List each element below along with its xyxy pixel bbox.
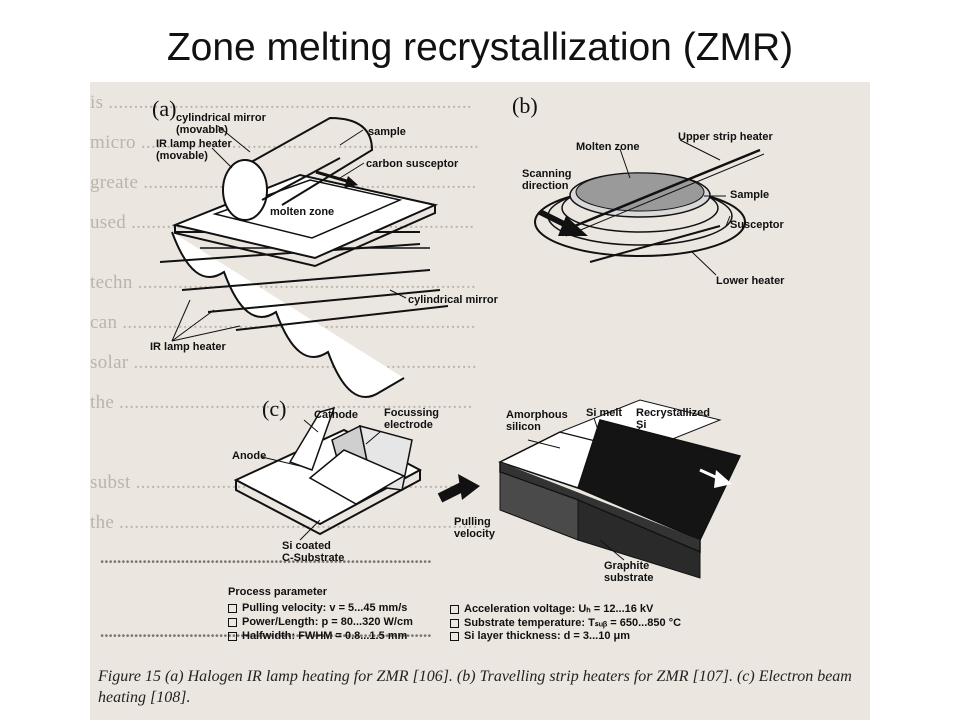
label-upper-strip-heater: Upper strip heater bbox=[678, 131, 773, 143]
label-ir-lamp-heater: IR lamp heater bbox=[150, 341, 226, 353]
label-lower-heater: Lower heater bbox=[716, 275, 785, 287]
param-right-1: Acceleration voltage: Uₕ = 12...16 kV bbox=[450, 602, 653, 615]
label-ir-lamp-movable: IR lamp heater (movable) bbox=[156, 138, 232, 162]
param-left-3: Halfwidth: FWHM = 0.8...1.5 mm bbox=[228, 630, 407, 642]
slide-title: Zone melting recrystallization (ZMR) bbox=[166, 26, 794, 69]
param-right-3: Si layer thickness: d = 3...10 μm bbox=[450, 630, 630, 642]
label-si-coated-substrate: Si coated C-Substrate bbox=[282, 540, 345, 564]
param-left-2: Power/Length: p = 80...320 W/cm bbox=[228, 616, 413, 628]
label-recrystallized-si: Recrystallized Si bbox=[636, 407, 710, 431]
label-molten-zone-b: Molten zone bbox=[576, 141, 640, 153]
panel-c-letter: (c) bbox=[262, 396, 287, 421]
process-parameter-heading: Process parameter bbox=[228, 586, 328, 598]
panel-a-drawing bbox=[159, 116, 449, 398]
label-susceptor: Susceptor bbox=[730, 219, 784, 231]
param-right-2: Substrate temperature: Tₛᵤᵦ = 650...850 … bbox=[450, 616, 681, 629]
panel-b-drawing bbox=[534, 139, 765, 276]
label-amorphous-silicon: Amorphous silicon bbox=[506, 409, 568, 433]
label-focussing-electrode: Focussing electrode bbox=[384, 407, 440, 431]
panel-a-letter: (a) bbox=[152, 96, 177, 121]
label-scanning-direction: Scanning direction bbox=[522, 168, 572, 192]
label-cathode: Cathode bbox=[314, 409, 358, 421]
label-anode: Anode bbox=[232, 450, 267, 462]
label-carbon-susceptor: carbon susceptor bbox=[366, 158, 459, 170]
figure-caption: Figure 15 (a) Halogen IR lamp heating fo… bbox=[98, 668, 852, 706]
label-cylindrical-mirror: cylindrical mirror bbox=[408, 294, 498, 306]
process-parameters: Process parameter Pulling velocity: v = … bbox=[138, 500, 738, 650]
label-cylindrical-mirror-movable: cylindrical mirror (movable) bbox=[176, 112, 266, 136]
panel-b-letter: (b) bbox=[512, 93, 538, 118]
label-si-melt: Si melt bbox=[586, 407, 623, 419]
label-sample: sample bbox=[368, 126, 406, 138]
label-pulling-velocity: Pulling velocity bbox=[454, 516, 495, 540]
label-molten-zone-a: molten zone bbox=[270, 206, 335, 218]
label-graphite-substrate: Graphite substrate bbox=[604, 560, 654, 584]
param-left-1: Pulling velocity: v = 5...45 mm/s bbox=[228, 602, 407, 614]
panel-c-drawing bbox=[233, 399, 742, 579]
label-sample-b: Sample bbox=[730, 189, 770, 201]
